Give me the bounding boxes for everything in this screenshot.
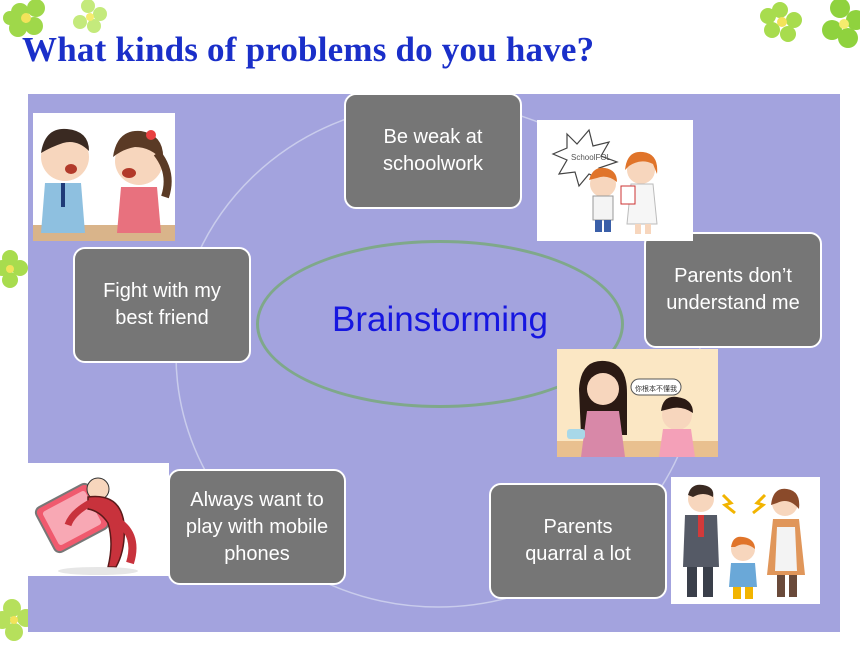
scolded-child-picture: SchoolFOL <box>537 120 693 241</box>
quarreling-parents-picture <box>671 477 820 604</box>
flower-icon <box>0 250 28 288</box>
arguing-kids-picture <box>33 113 175 241</box>
problem-box-best-friend: Fight with my best friend <box>73 247 251 363</box>
problem-box-schoolwork: Be weak at schoolwork <box>344 93 522 209</box>
speech-text: 你根本不懂我 <box>635 384 677 393</box>
problem-box-parents-understand: Parents don’t understand me <box>644 232 822 348</box>
flower-icon <box>760 0 860 48</box>
problem-label: Parents don’t understand me <box>666 265 800 314</box>
shout-text: SchoolFOL <box>571 153 612 162</box>
center-label: Brainstorming <box>332 300 548 339</box>
mother-child-picture: 你根本不懂我 <box>557 349 718 457</box>
phone-addict-picture <box>28 463 169 576</box>
problem-label: Be weak at schoolwork <box>382 126 484 175</box>
problem-box-parents-quarrel: Parents quarral a lot <box>489 483 667 599</box>
problem-label: Always want to play with mobile phones <box>185 488 329 565</box>
problem-label: Parents quarral a lot <box>525 516 631 565</box>
problem-label: Fight with my best friend <box>103 280 221 329</box>
flower-icon <box>3 0 107 37</box>
problem-box-mobile-phones: Always want to play with mobile phones <box>168 469 346 585</box>
slide-title: What kinds of problems do you have? <box>22 30 595 69</box>
